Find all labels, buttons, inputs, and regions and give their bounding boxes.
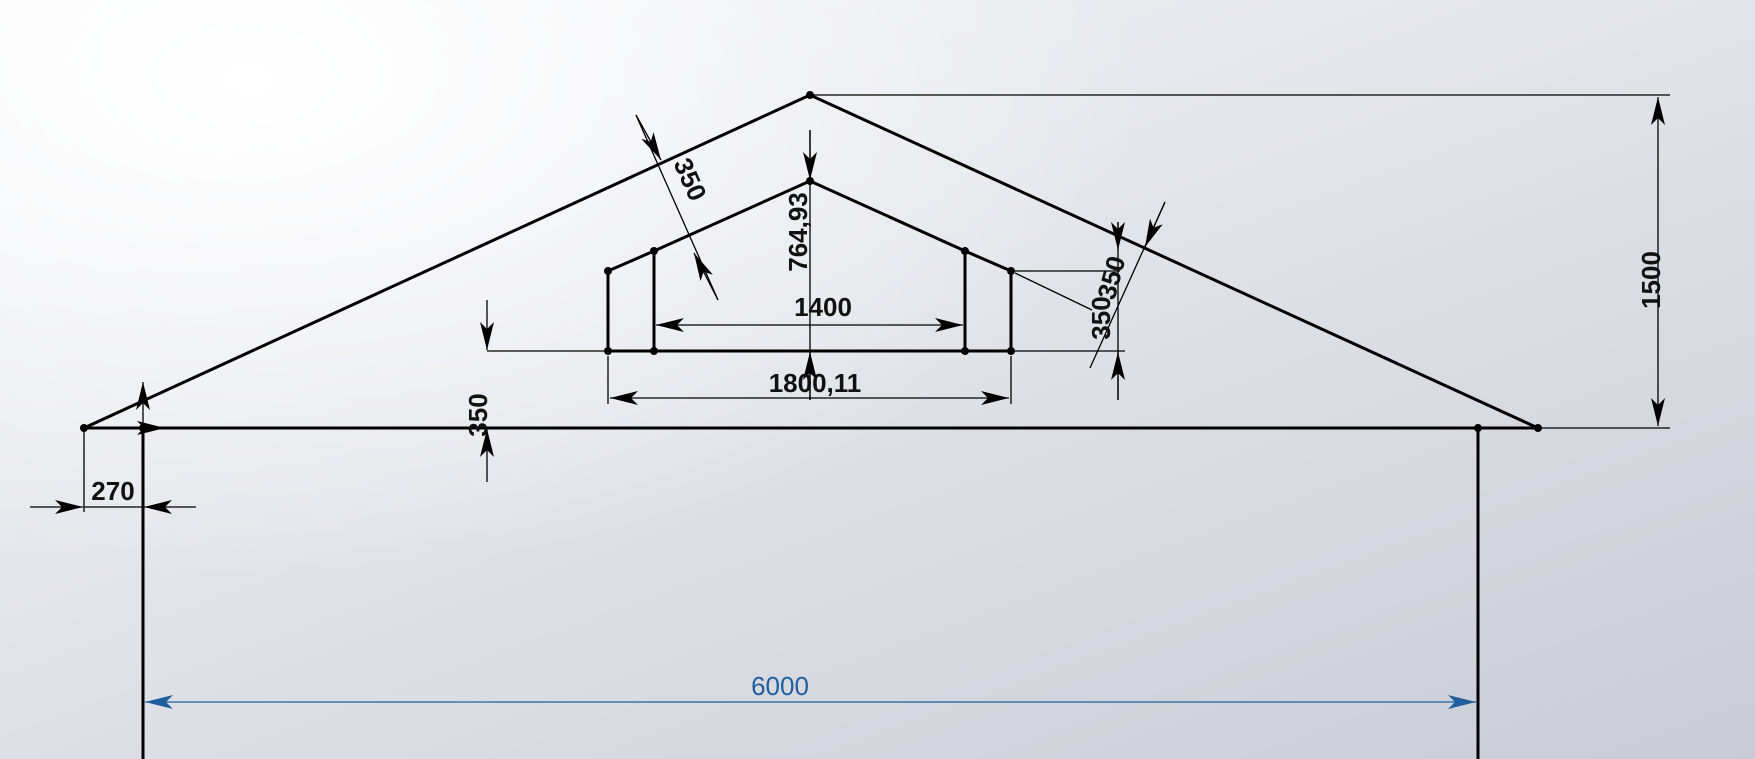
dimension-label[interactable]: 350 bbox=[1086, 296, 1116, 339]
dimension-inner-width-top[interactable]: 1400 bbox=[656, 292, 963, 332]
dimension-roof-height[interactable]: 1500 bbox=[814, 94, 1670, 429]
dimension-label[interactable]: 350 bbox=[463, 393, 493, 436]
dimension-label[interactable]: 764,93 bbox=[783, 192, 813, 272]
dimension-label[interactable]: 1400 bbox=[794, 292, 852, 322]
origin-icon bbox=[136, 382, 165, 435]
dimension-label[interactable]: 1800,11 bbox=[769, 368, 862, 398]
dimension-label[interactable]: 270 bbox=[91, 476, 134, 506]
dimension-right-offsets[interactable]: 350 350 bbox=[1014, 201, 1166, 400]
dimension-label[interactable]: 350 bbox=[1091, 253, 1131, 303]
outer-roof[interactable] bbox=[80, 91, 1542, 759]
dimension-base-offset[interactable]: 350 bbox=[463, 300, 604, 482]
dimension-inner-height[interactable]: 764,93 bbox=[783, 130, 817, 400]
sketch-points[interactable] bbox=[80, 91, 1542, 432]
dimension-inner-width-bottom[interactable]: 1800,11 bbox=[607, 356, 1012, 405]
dimension-label[interactable]: 1500 bbox=[1636, 251, 1666, 309]
dimension-label[interactable]: 350 bbox=[668, 153, 713, 205]
dimension-eave-overhang[interactable]: 270 bbox=[30, 432, 196, 514]
dimension-span[interactable]: 6000 bbox=[145, 671, 1476, 709]
dimension-label[interactable]: 6000 bbox=[751, 671, 809, 701]
